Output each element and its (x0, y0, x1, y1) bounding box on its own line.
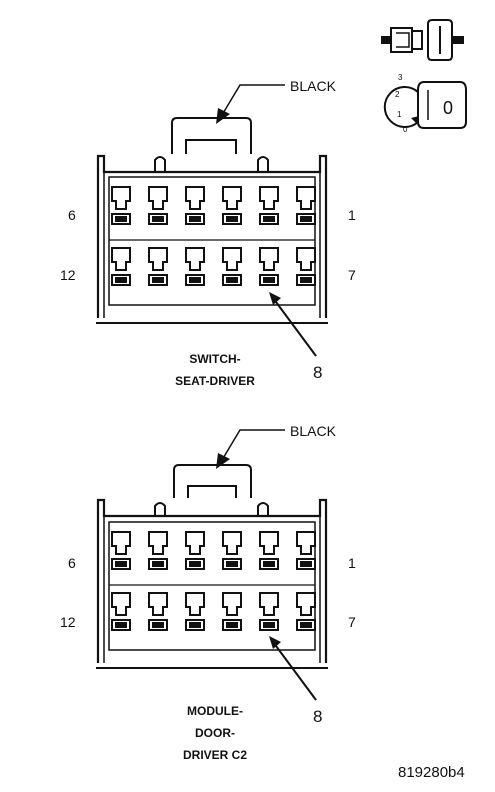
top-pin-label-6: 6 (68, 207, 76, 223)
top-pin-label-12: 12 (60, 267, 76, 283)
ignition-key-icon: 0 3 2 1 0 (383, 73, 467, 134)
top-pin-label-7: 7 (348, 267, 356, 283)
top-pin-label-1: 1 (348, 207, 356, 223)
bottom-caption-line-2: DOOR- (195, 726, 235, 740)
bottom-caption-line-1: MODULE- (187, 704, 243, 718)
key-label-0: 0 (403, 125, 408, 134)
bottom-pin-label-6: 6 (68, 555, 76, 571)
bottom-caption-line-3: DRIVER C2 (182, 748, 247, 762)
bottom-pin-row-1 (111, 531, 316, 570)
bottom-connector-body (96, 498, 328, 663)
key-label-3: 3 (398, 73, 403, 82)
top-connector: BLACK 6 1 12 7 8 (60, 78, 356, 382)
bottom-pin-label-7: 7 (348, 614, 356, 630)
bottom-connector-caption: MODULE- DOOR- DRIVER C2 (150, 700, 280, 766)
top-callout-number: 8 (313, 363, 322, 382)
figure-id: 819280b4 (398, 764, 465, 781)
bottom-latch (173, 464, 252, 498)
view-indicator: 0 3 2 1 0 (381, 19, 467, 134)
bottom-pin-row-2 (111, 592, 316, 631)
top-color-label: BLACK (290, 78, 337, 94)
top-connector-body (96, 154, 328, 318)
key-letter: 0 (443, 98, 453, 118)
bottom-pin-label-12: 12 (60, 614, 76, 630)
key-label-1: 1 (397, 110, 402, 119)
bottom-connector: BLACK 6 1 12 7 8 (60, 423, 356, 726)
top-pin-row-1 (111, 186, 316, 225)
top-connector-caption: SWITCH- SEAT-DRIVER (150, 348, 280, 392)
top-pin-row-2 (111, 247, 316, 286)
connector-plug-icon (381, 19, 464, 61)
bottom-color-label: BLACK (290, 423, 337, 439)
key-label-2: 2 (395, 90, 400, 99)
top-caption-line-2: SEAT-DRIVER (175, 374, 255, 388)
top-caption-line-1: SWITCH- (189, 352, 241, 366)
top-latch (171, 117, 252, 154)
bottom-pin-label-1: 1 (348, 555, 356, 571)
bottom-callout-number: 8 (313, 707, 322, 726)
